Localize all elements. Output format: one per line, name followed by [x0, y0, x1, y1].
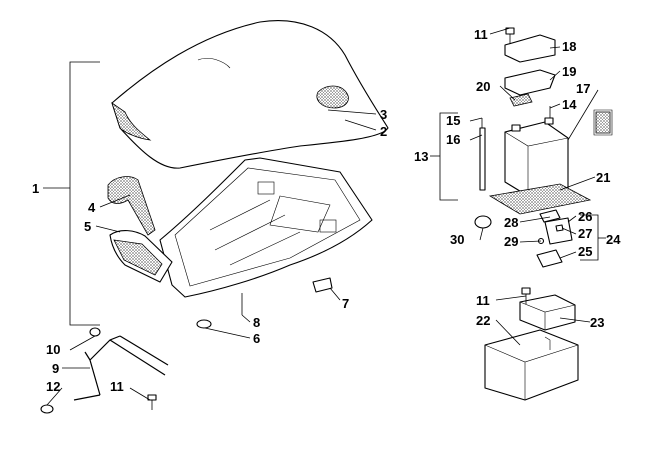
callout-27: 27: [578, 226, 592, 241]
callout-7: 7: [342, 296, 349, 311]
callout-4: 4: [88, 200, 96, 215]
bolster-part-4: [107, 176, 156, 236]
battery-box-part-22: [484, 329, 579, 401]
assembly-bracket-1: [69, 61, 100, 326]
callout-14: 14: [562, 97, 577, 112]
callout-24: 24: [606, 232, 621, 247]
washer-part-10: [89, 327, 101, 337]
callout-20: 20: [476, 79, 490, 94]
pad-part-21: [488, 183, 592, 215]
leader-lines: [46, 27, 599, 406]
clamp-part-30: [474, 215, 492, 229]
latch-rod-part-9: [73, 335, 169, 401]
callout-28: 28: [504, 215, 518, 230]
callout-11-upper: 11: [474, 27, 488, 42]
callout-17: 17: [576, 81, 590, 96]
bumper-part-6: [196, 319, 212, 329]
callout-2: 2: [380, 124, 387, 139]
callout-1: 1: [32, 181, 39, 196]
callout-26: 26: [578, 209, 592, 224]
callout-10: 10: [46, 342, 60, 357]
clip-part-7: [312, 277, 333, 293]
callout-21: 21: [596, 170, 610, 185]
nut-part-27: [555, 224, 564, 232]
screw-part-11-upper: [505, 27, 515, 35]
callout-6: 6: [253, 331, 260, 346]
callout-18: 18: [562, 39, 576, 54]
seat-cushion: [111, 20, 389, 169]
strap-part-19: [504, 69, 556, 96]
battery-part-17: [504, 109, 613, 197]
callout-labels: 1 2 3 4 5 6 7 8 9 10 11 11 12 13 14 15 1…: [32, 27, 621, 394]
callout-11-lower: 11: [110, 379, 124, 394]
callout-23: 23: [590, 315, 604, 330]
callout-8: 8: [253, 315, 260, 330]
callout-3: 3: [380, 107, 387, 122]
assembly-bracket-13: [439, 112, 458, 201]
seat-base: [159, 157, 373, 298]
callout-22: 22: [476, 313, 490, 328]
callout-19: 19: [562, 64, 576, 79]
callout-11-middle: 11: [476, 293, 490, 308]
callout-15: 15: [446, 113, 460, 128]
callout-12: 12: [46, 379, 60, 394]
vent-tube-part-16: [479, 127, 486, 191]
pad-part-20: [509, 93, 533, 107]
cover-part-25: [536, 249, 563, 268]
callout-5: 5: [84, 219, 91, 234]
callout-25: 25: [578, 244, 592, 259]
callout-13: 13: [414, 149, 428, 164]
callout-9: 9: [52, 361, 59, 376]
screw-part-11-middle: [521, 287, 531, 295]
callout-30: 30: [450, 232, 464, 247]
hold-down-part-18: [504, 34, 556, 63]
callout-29: 29: [504, 234, 518, 249]
terminal-part-28: [539, 209, 561, 223]
battery-tray-part-23: [519, 294, 576, 331]
screw-part-11-lower: [147, 394, 157, 401]
assembly-bracket-24: [580, 214, 599, 261]
callout-16: 16: [446, 132, 460, 147]
grip-part-12: [40, 404, 54, 414]
